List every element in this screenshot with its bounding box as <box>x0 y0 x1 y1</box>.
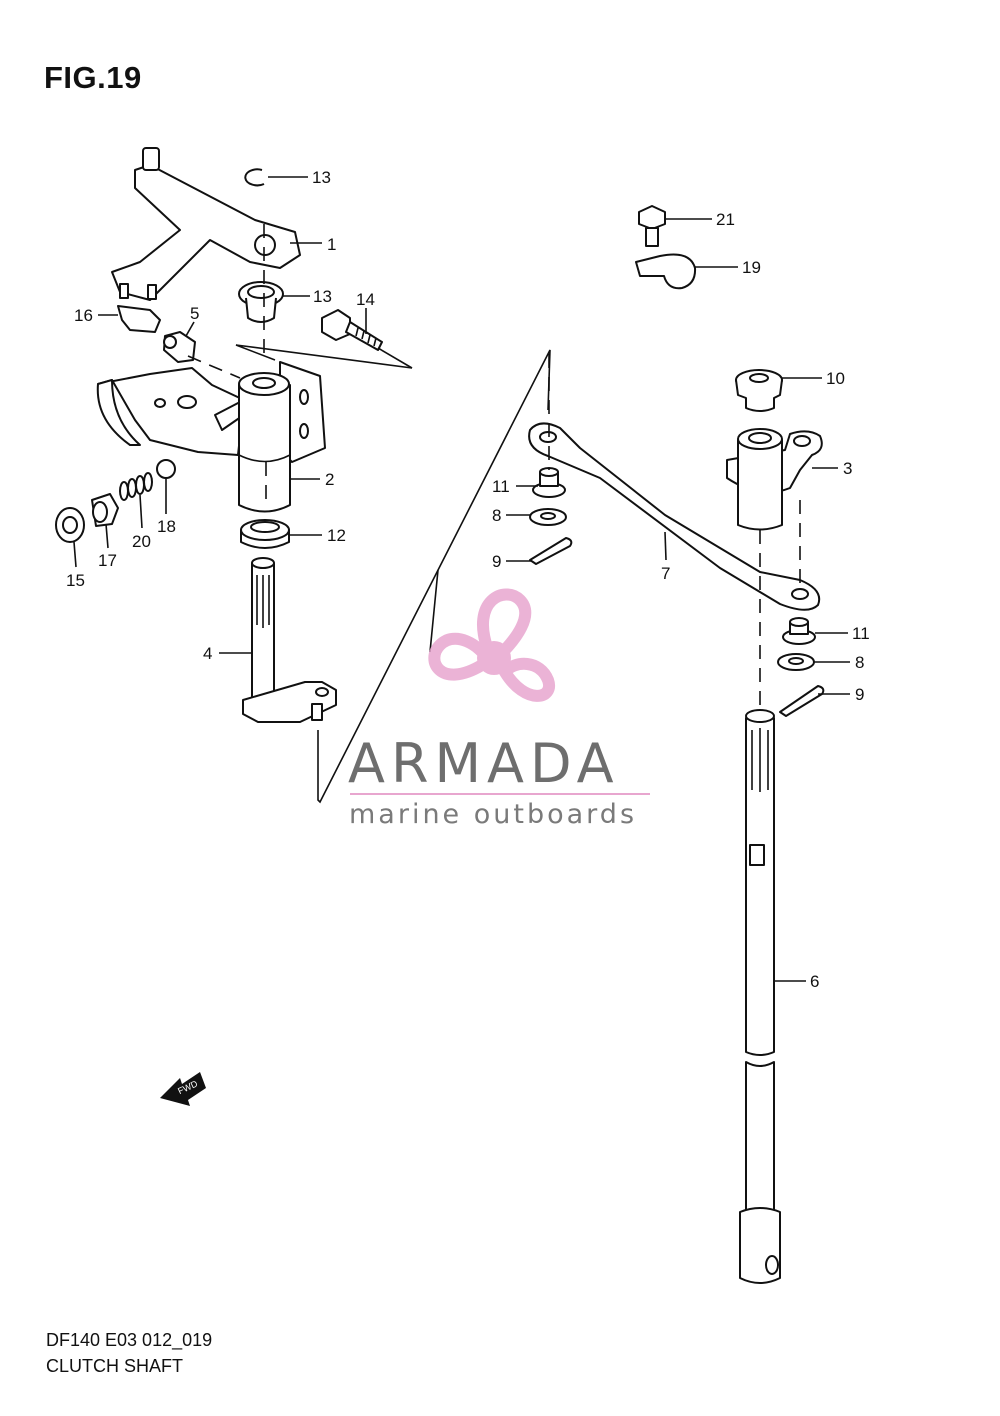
part-17-sleeve <box>91 493 119 527</box>
armada-logo-icon <box>428 588 555 702</box>
callout-16: 16 <box>74 306 93 325</box>
callout-2: 2 <box>325 470 334 489</box>
footer-code: DF140 E03 012_019 <box>46 1330 213 1350</box>
callout-12: 12 <box>327 526 346 545</box>
part-13-bushing <box>238 281 284 323</box>
callout-8-upper: 8 <box>492 506 501 525</box>
watermark-brand: ARMADA <box>348 732 620 795</box>
part-18-ball <box>156 459 176 479</box>
part-7-link <box>528 422 821 611</box>
part-3-lever <box>726 428 823 531</box>
part-16-clip <box>117 305 161 333</box>
part-4-shaft <box>242 557 337 723</box>
callout-13-eclip: 13 <box>312 168 331 187</box>
callout-20: 20 <box>132 532 151 551</box>
part-11-collar-lower <box>782 617 816 645</box>
callout-10: 10 <box>826 369 845 388</box>
part-8-washer-lower <box>777 653 815 671</box>
part-9-pin-lower <box>779 685 825 717</box>
callout-5: 5 <box>190 304 199 323</box>
part-15-plug <box>55 507 85 543</box>
part-10-plug <box>735 369 783 412</box>
part-1-shift-lever <box>111 147 301 301</box>
fwd-arrow-icon: FWD <box>160 1072 206 1106</box>
callout-19: 19 <box>742 258 761 277</box>
footer-name: CLUTCH SHAFT <box>46 1356 184 1376</box>
part-9-pin-upper <box>529 537 573 565</box>
part-13-e-ring <box>244 168 265 187</box>
part-19-clamp <box>635 253 697 290</box>
part-11-collar-upper <box>532 467 566 498</box>
callout-14: 14 <box>356 290 375 309</box>
callout-11-lower: 11 <box>852 624 870 643</box>
part-8-washer-upper <box>529 508 567 526</box>
callout-13-bushing: 13 <box>313 287 332 306</box>
callout-8-lower: 8 <box>855 653 864 672</box>
callout-7: 7 <box>661 564 670 583</box>
callout-6: 6 <box>810 972 819 991</box>
callout-15: 15 <box>66 571 85 590</box>
callout-9-lower: 9 <box>855 685 864 704</box>
callout-18: 18 <box>157 517 176 536</box>
callout-21: 21 <box>716 210 735 229</box>
watermark-tagline: marine outboards <box>349 799 637 830</box>
part-6-shaft <box>739 709 781 1284</box>
part-2-column <box>238 361 326 513</box>
part-21-bolt <box>638 205 666 247</box>
part-12-ring <box>240 519 290 549</box>
callout-11-upper: 11 <box>492 477 510 496</box>
callout-4: 4 <box>203 644 212 663</box>
callouts: 13 1 13 14 16 5 2 12 17 20 18 15 4 21 19… <box>66 168 870 991</box>
clutch-bracket <box>96 367 249 456</box>
callout-3: 3 <box>843 459 852 478</box>
callout-1: 1 <box>327 235 336 254</box>
part-14-bolt <box>321 309 383 351</box>
part-20-spring <box>119 472 153 501</box>
part-5-fitting <box>163 331 196 363</box>
callout-9-upper: 9 <box>492 552 501 571</box>
figure-title: FIG.19 <box>44 60 142 95</box>
callout-17: 17 <box>98 551 117 570</box>
